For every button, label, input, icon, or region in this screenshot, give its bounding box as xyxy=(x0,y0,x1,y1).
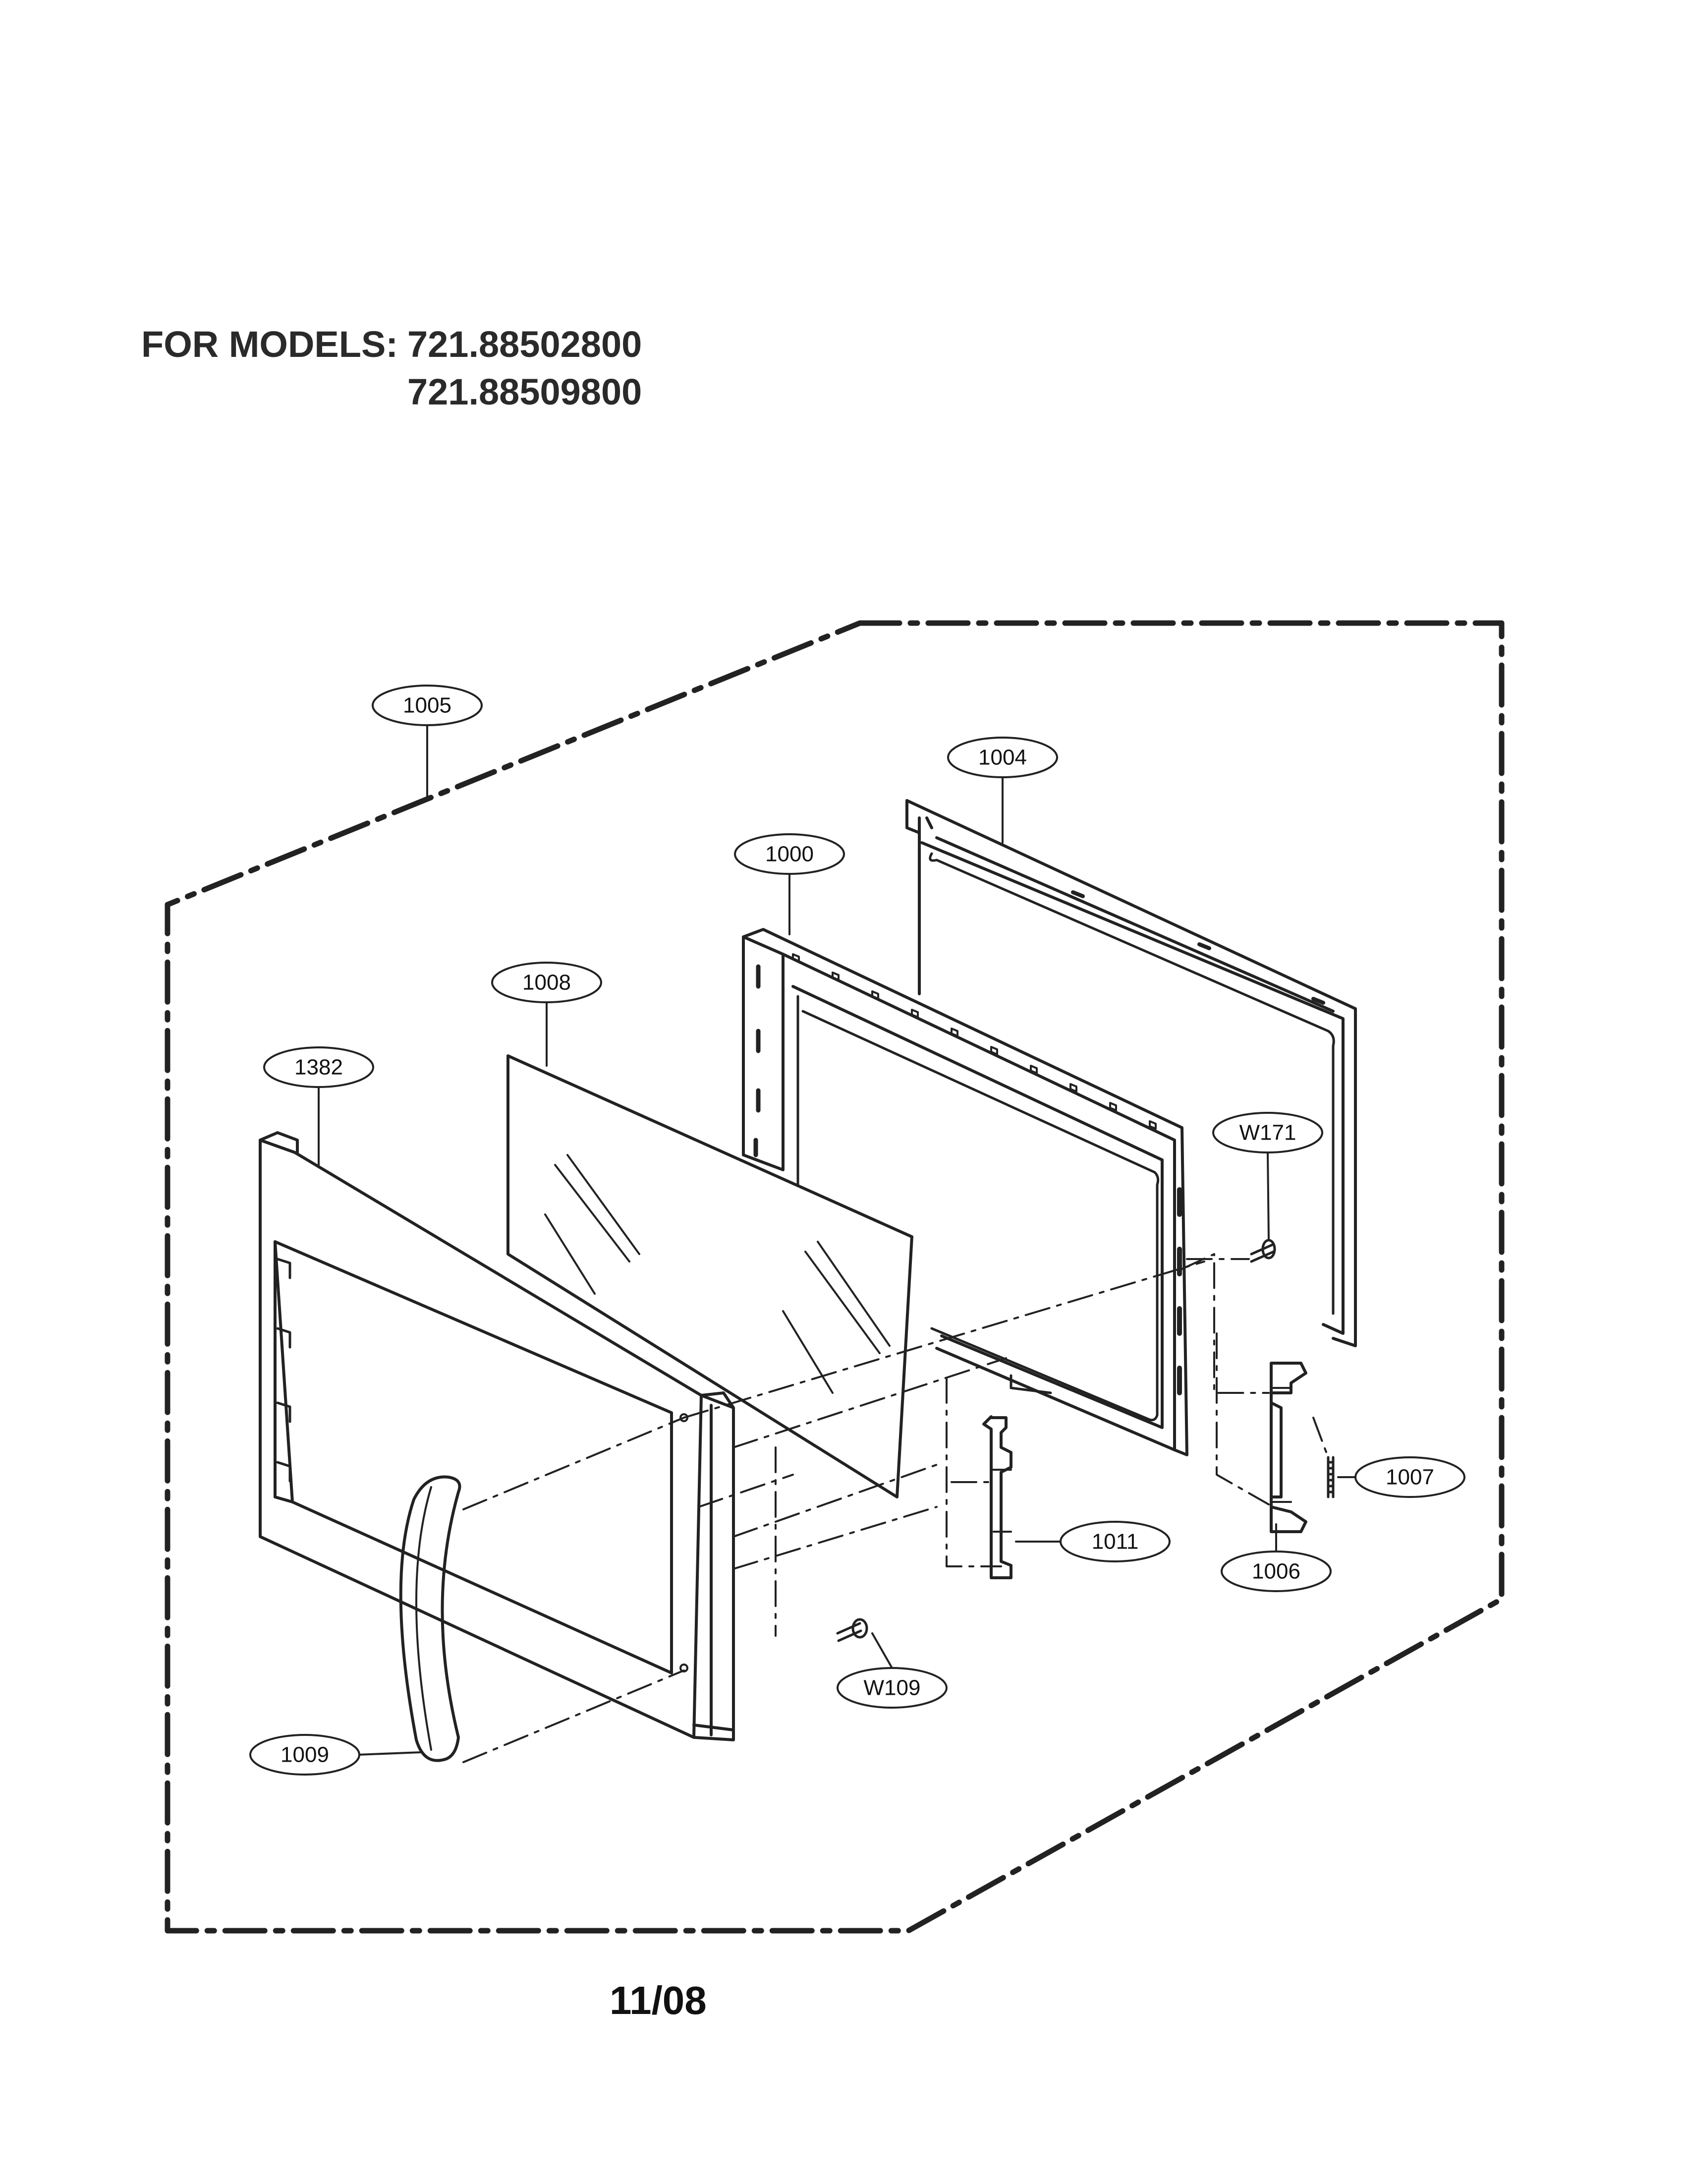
callout-1006-label: 1006 xyxy=(1252,1559,1300,1584)
callout-1007-label: 1007 xyxy=(1386,1465,1434,1490)
callout-1009 xyxy=(249,1734,360,1776)
callout-1008-label: 1008 xyxy=(522,971,571,995)
part-door-back-frame xyxy=(905,799,1357,1347)
part-glass-panel xyxy=(506,1054,913,1498)
callout-1008 xyxy=(491,962,602,1003)
callout-1005 xyxy=(372,685,483,726)
part-screw-w109 xyxy=(836,1618,868,1642)
part-door-handle xyxy=(399,1475,461,1762)
callout-1004 xyxy=(947,737,1058,778)
callout-1382-label: 1382 xyxy=(294,1055,343,1080)
callout-1005-label: 1005 xyxy=(403,693,451,718)
callout-1382 xyxy=(263,1046,374,1088)
revision-date: 11/08 xyxy=(610,1978,707,2022)
alignment-lines xyxy=(462,1253,1329,1763)
part-spring xyxy=(1327,1456,1335,1498)
model-number-2: 721.88509800 xyxy=(407,371,642,412)
callout-w171 xyxy=(1212,1112,1323,1153)
callout-1011 xyxy=(1060,1521,1171,1562)
callout-1009-label: 1009 xyxy=(281,1743,329,1767)
part-latch-right xyxy=(1270,1362,1307,1533)
callout-bubbles xyxy=(249,685,1465,1776)
assembly-boundary xyxy=(165,620,1505,1934)
part-screw-w171 xyxy=(1250,1239,1276,1263)
part-outer-door-frame xyxy=(259,1131,735,1741)
callout-w171-label: W171 xyxy=(1239,1121,1296,1145)
callout-w109 xyxy=(837,1667,948,1709)
callout-leaders xyxy=(318,724,1381,1756)
model-number-1: 721.88502800 xyxy=(407,324,642,365)
callout-1000 xyxy=(734,833,845,875)
callout-1011-label: 1011 xyxy=(1092,1530,1139,1554)
callout-1004-label: 1004 xyxy=(978,746,1027,770)
part-inner-door-panel xyxy=(742,928,1188,1456)
part-latch-center xyxy=(982,1415,1012,1579)
callout-w109-label: W109 xyxy=(864,1676,921,1700)
callout-1006 xyxy=(1221,1551,1332,1592)
callout-1000-label: 1000 xyxy=(765,842,814,866)
callout-1007 xyxy=(1354,1456,1465,1498)
models-label: FOR MODELS: xyxy=(141,324,398,365)
